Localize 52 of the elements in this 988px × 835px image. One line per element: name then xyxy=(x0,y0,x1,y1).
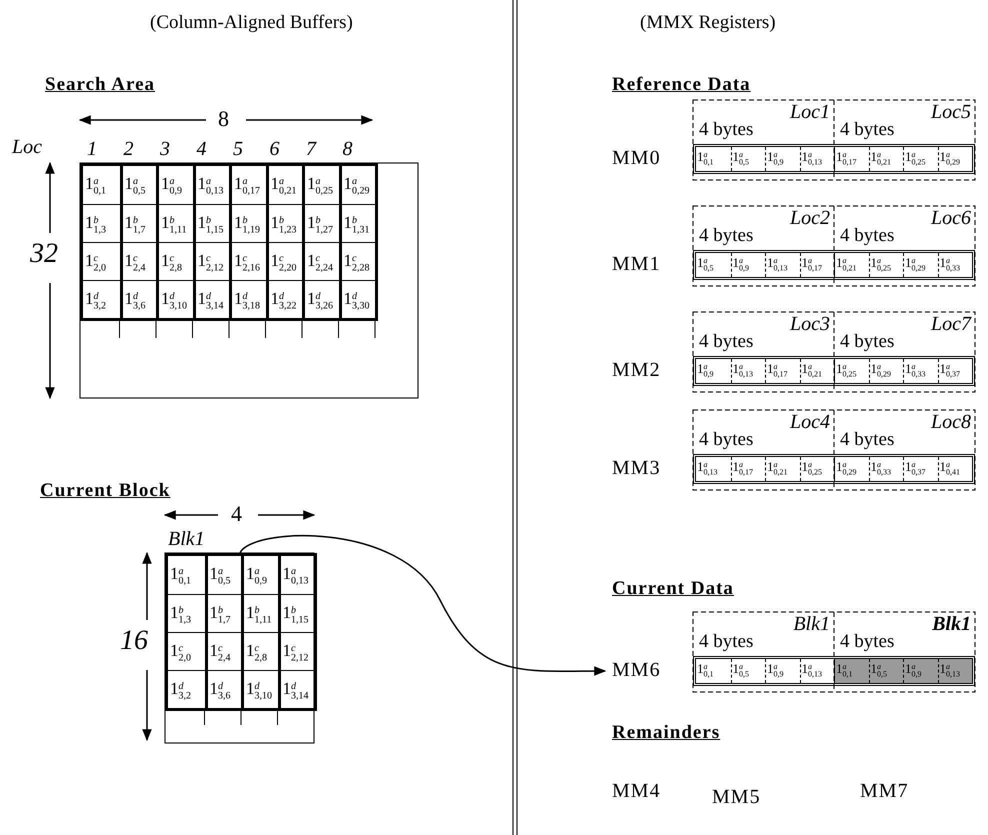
section-heading: Current Data xyxy=(612,578,734,600)
column-number: 6 xyxy=(270,138,280,161)
axis-label: Loc xyxy=(12,136,42,159)
column-number: 8 xyxy=(342,138,352,161)
register-name: MM1 xyxy=(612,253,661,276)
column-number: 7 xyxy=(306,138,316,161)
size-label: 4 bytes xyxy=(699,429,754,451)
size-label: 4 bytes xyxy=(699,331,754,353)
column-number: 2 xyxy=(124,138,134,161)
size-label: 4 bytes xyxy=(699,119,754,141)
location-label: Loc2 xyxy=(788,207,830,230)
section-heading: Reference Data xyxy=(612,74,751,96)
location-label: Blk1 xyxy=(792,613,830,636)
location-label: Loc5 xyxy=(930,101,971,124)
section-heading: Search Area xyxy=(45,74,156,96)
panel-title: (Column-Aligned Buffers) xyxy=(150,12,353,34)
column-number: 1 xyxy=(87,138,97,161)
column-number: 5 xyxy=(233,138,243,161)
location-label: Loc7 xyxy=(930,313,971,336)
register-name: MM2 xyxy=(612,359,661,382)
size-label: 4 bytes xyxy=(840,331,894,353)
location-label: Loc3 xyxy=(788,313,830,336)
column-number: 4 xyxy=(196,138,206,161)
register-name: MM3 xyxy=(612,457,661,480)
buffer-grid xyxy=(80,163,378,321)
buffer-grid xyxy=(165,553,317,711)
section-heading: Remainders xyxy=(612,722,720,744)
register-name: MM5 xyxy=(712,786,761,809)
panel-title: (MMX Registers) xyxy=(640,12,776,34)
register-name: MM4 xyxy=(612,780,661,803)
location-label: Loc1 xyxy=(788,101,830,124)
register-name: MM0 xyxy=(612,147,661,170)
location-label: Loc6 xyxy=(930,207,971,230)
dimension-label: 32 xyxy=(30,238,58,270)
section-heading: Current Block xyxy=(40,480,170,502)
column-number: 3 xyxy=(160,138,170,161)
size-label: 4 bytes xyxy=(699,631,754,653)
size-label: 4 bytes xyxy=(840,225,894,247)
size-label: 4 bytes xyxy=(840,631,894,653)
block-name: Blk1 xyxy=(168,528,205,551)
size-label: 4 bytes xyxy=(699,225,754,247)
location-label: Blk1 xyxy=(931,613,971,636)
dimension-label: 4 xyxy=(231,501,242,527)
location-label: Loc8 xyxy=(930,411,971,434)
dimension-label: 16 xyxy=(120,625,148,657)
location-label: Loc4 xyxy=(788,411,830,434)
register-name: MM6 xyxy=(612,659,661,682)
dimension-label: 8 xyxy=(218,106,229,132)
register-name: MM7 xyxy=(860,780,909,803)
connector-arrow xyxy=(239,535,606,676)
size-label: 4 bytes xyxy=(840,119,894,141)
size-label: 4 bytes xyxy=(840,429,894,451)
